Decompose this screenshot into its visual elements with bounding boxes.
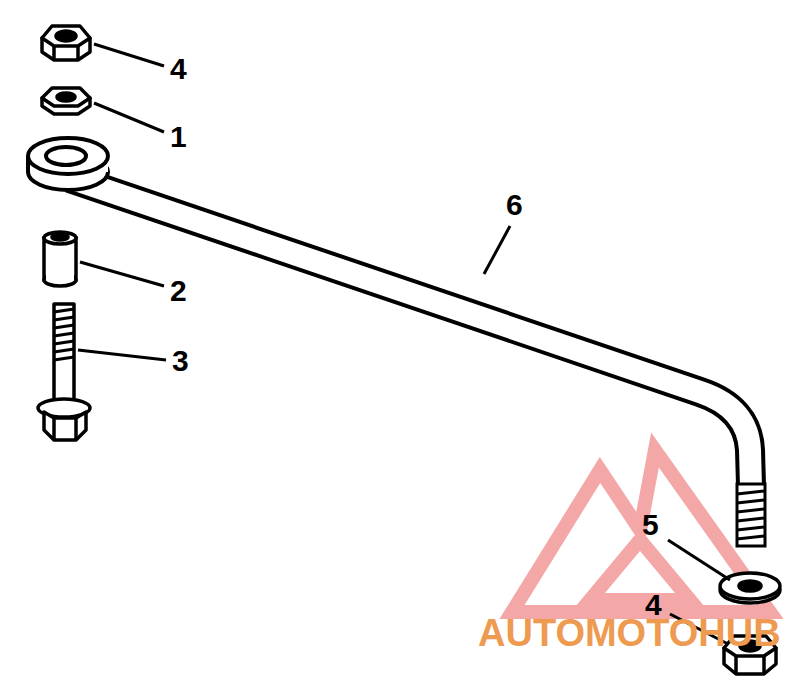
- flat-washer: [720, 573, 780, 603]
- callout-number: 3: [172, 346, 189, 376]
- tie-rod: [28, 138, 765, 546]
- jam-nut: [42, 88, 90, 114]
- callout-number: 4: [170, 54, 187, 84]
- callout-number: 1: [170, 122, 187, 152]
- lock-nut: [42, 26, 90, 60]
- watermark: AUTOMOTOHUB: [478, 614, 781, 652]
- spacer-sleeve: [44, 232, 76, 286]
- callout-number: 5: [642, 510, 659, 540]
- flange-bolt: [38, 304, 90, 440]
- callout-number: 2: [170, 276, 187, 306]
- leader-line: [78, 44, 730, 644]
- callout-number: 6: [506, 190, 523, 220]
